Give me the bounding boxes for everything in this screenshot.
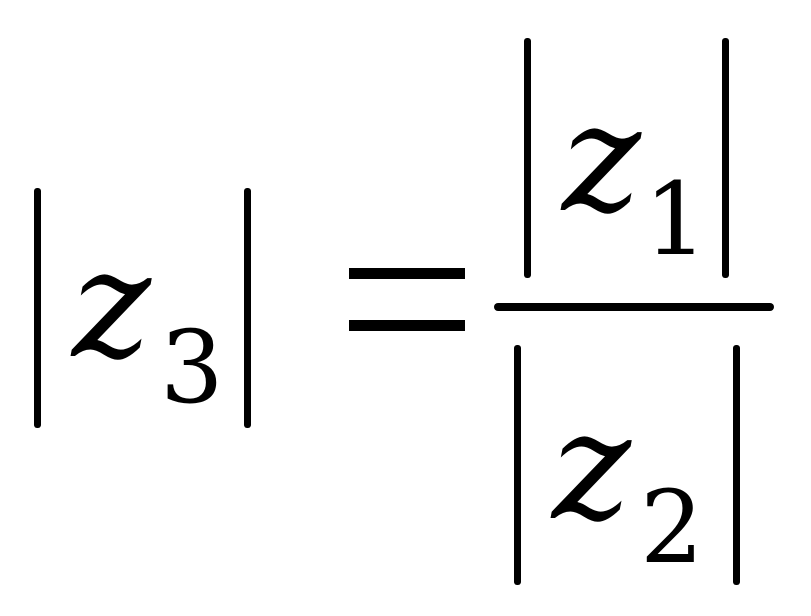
lhs-subscript: 3 [160,309,224,426]
numerator-left-bar [524,38,531,278]
denominator-subscript: 2 [640,469,704,586]
equals-bottom-line [349,320,465,331]
lhs-var: z [72,218,152,392]
fraction-line [494,303,774,311]
numerator-right-bar [722,38,729,278]
numerator-var: z [562,72,642,246]
denominator-var: z [552,380,632,554]
denominator-left-bar [514,345,521,585]
equals-top-line [349,268,465,279]
lhs-left-bar [34,188,41,428]
lhs-right-bar [244,188,251,428]
denominator-right-bar [733,345,740,585]
numerator-subscript: 1 [644,161,708,278]
